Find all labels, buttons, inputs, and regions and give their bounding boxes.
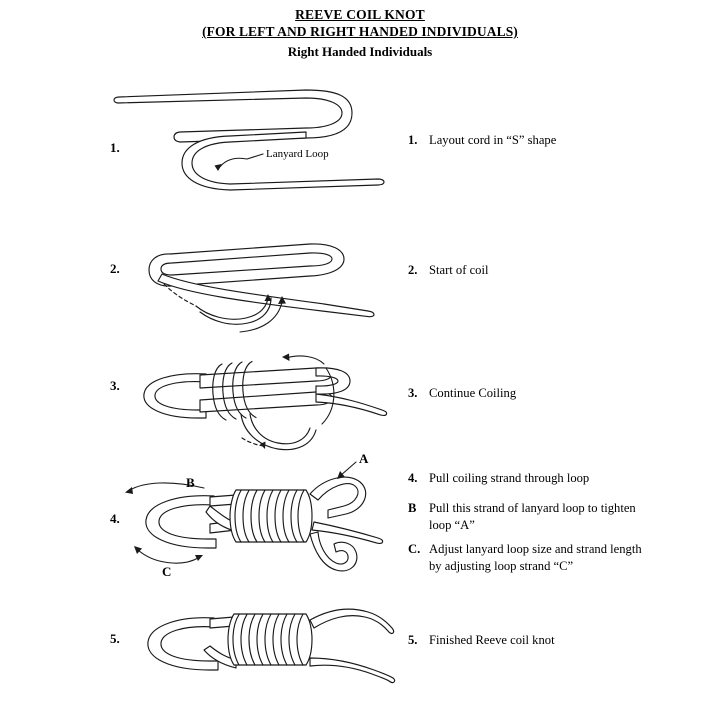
step-2-number: 2.	[110, 261, 120, 276]
step-2-figure	[110, 232, 400, 337]
document-title: REEVE COIL KNOT (FOR LEFT AND RIGHT HAND…	[0, 6, 720, 40]
step-5-number: 5.	[110, 631, 120, 646]
step-4-instruction-b-marker: B	[408, 501, 417, 515]
lanyard-loop-label: Lanyard Loop	[266, 148, 329, 160]
title-line-1: REEVE COIL KNOT	[295, 7, 425, 22]
step-5-instruction-marker: 5.	[408, 633, 418, 647]
step-1-instruction-marker: 1.	[408, 133, 418, 147]
step-5-instruction: 5. Finished Reeve coil knot	[408, 632, 658, 649]
step-2-instruction-text: Start of coil	[429, 263, 489, 277]
document-subtitle: Right Handed Individuals	[287, 44, 433, 59]
step-4-instruction-marker: 4.	[408, 471, 418, 485]
step-5-instruction-text: Finished Reeve coil knot	[429, 633, 555, 647]
step-2-instruction: 2. Start of coil	[408, 262, 658, 279]
step-4-instruction-text: Pull coiling strand through loop	[429, 471, 590, 485]
title-line-2: (FOR LEFT AND RIGHT HANDED INDIVIDUALS)	[202, 24, 518, 39]
step-4-instruction-b-text: Pull this strand of lanyard loop to tigh…	[429, 501, 636, 532]
step-4-instruction-c: C. Adjust lanyard loop size and strand l…	[408, 541, 656, 574]
step-4-number: 4.	[110, 511, 120, 526]
step-1-number: 1.	[110, 140, 120, 155]
step-3-instruction: 3. Continue Coiling	[408, 385, 658, 402]
step-5-figure	[110, 600, 410, 685]
step-2-instruction-marker: 2.	[408, 263, 418, 277]
step-1-instruction: 1. Layout cord in “S” shape	[408, 132, 658, 149]
annotation-c: C	[162, 564, 171, 579]
pull-strand-through-loop-diagram: A B C	[125, 451, 384, 579]
step-4-instruction-c-text: Adjust lanyard loop size and strand leng…	[429, 542, 642, 573]
step-4-figure: A B C	[110, 450, 410, 580]
step-1-figure: Lanyard Loop	[110, 88, 400, 193]
step-3-instruction-text: Continue Coiling	[429, 386, 517, 400]
step-1-instruction-text: Layout cord in “S” shape	[429, 133, 557, 147]
step-3-number: 3.	[110, 378, 120, 393]
annotation-b: B	[186, 475, 195, 490]
step-4-instruction-b: B Pull this strand of lanyard loop to ti…	[408, 500, 653, 533]
step-3-instruction-marker: 3.	[408, 386, 418, 400]
annotation-a: A	[359, 451, 369, 466]
step-4-instruction: 4. Pull coiling strand through loop	[408, 470, 668, 487]
start-of-coil-diagram	[148, 243, 375, 333]
continue-coiling-diagram	[143, 353, 388, 451]
finished-knot-diagram	[147, 608, 396, 684]
step-3-figure	[110, 348, 410, 453]
s-shape-cord-diagram: Lanyard Loop	[113, 89, 385, 191]
step-4-instruction-c-marker: C.	[408, 542, 421, 556]
